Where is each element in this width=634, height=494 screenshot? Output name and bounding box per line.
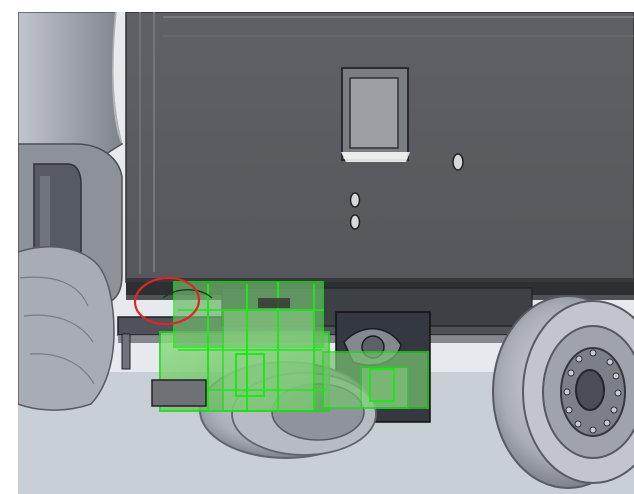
truck-model-scene (18, 12, 634, 494)
truck-cab[interactable] (18, 12, 123, 411)
red-ellipse-annotation (133, 276, 201, 326)
body-bolts (349, 153, 464, 230)
step-plate (151, 379, 207, 407)
side-hatch (341, 67, 410, 162)
cad-3d-viewport[interactable] (18, 12, 634, 494)
rear-wheel[interactable] (492, 295, 634, 489)
selected-fuel-tank-assembly[interactable] (151, 281, 429, 412)
